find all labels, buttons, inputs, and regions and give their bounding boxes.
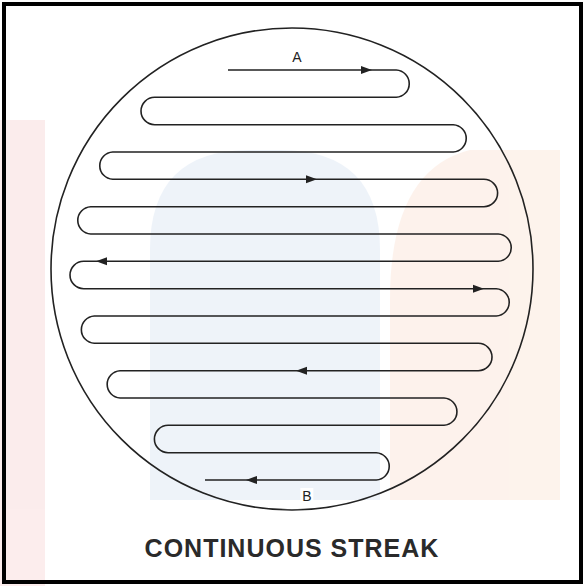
point-label: A xyxy=(290,49,303,65)
watermark-shape xyxy=(390,150,560,500)
petri-dish xyxy=(51,28,533,510)
arrowhead xyxy=(361,66,372,74)
watermark-band xyxy=(0,120,45,586)
streak-line xyxy=(70,70,511,480)
watermark xyxy=(0,120,560,586)
arrowhead xyxy=(306,175,317,183)
arrowhead xyxy=(296,367,307,375)
arrowhead xyxy=(246,476,257,484)
caption: CONTINUOUS STREAK xyxy=(145,533,440,563)
arrowhead xyxy=(473,285,484,293)
arrowhead xyxy=(96,257,107,265)
direction-arrows xyxy=(96,66,484,484)
watermark-shape xyxy=(150,150,380,500)
frame xyxy=(4,4,581,582)
point-label: B xyxy=(300,488,313,504)
